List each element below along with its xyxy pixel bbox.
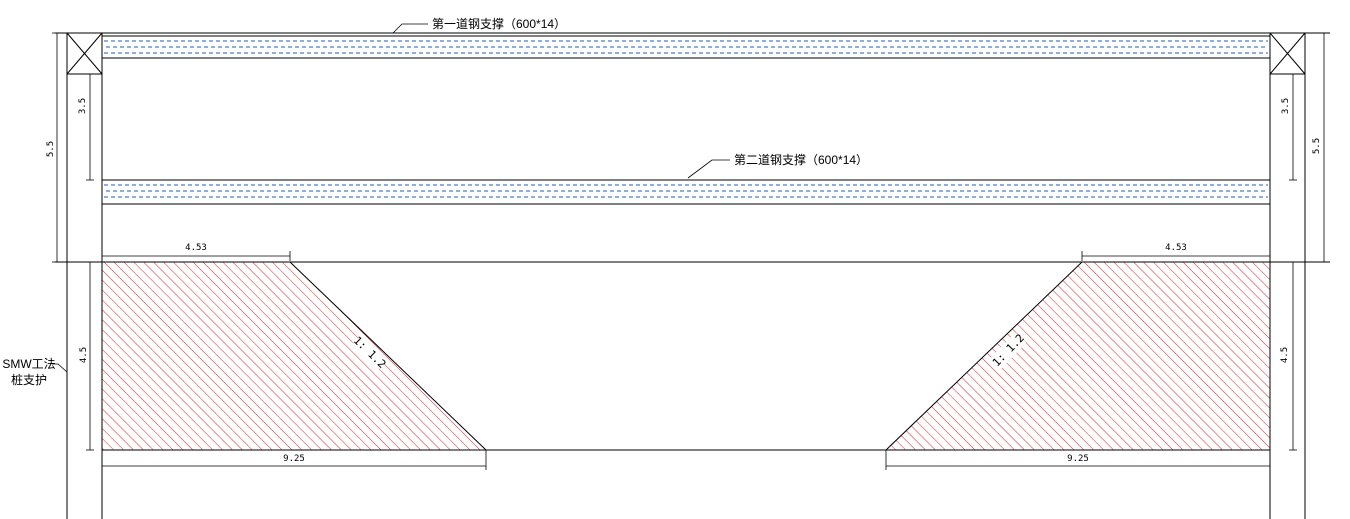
first-steel-strut bbox=[102, 35, 1270, 59]
right-dim-4-5: 4.5 bbox=[1280, 347, 1290, 363]
right-waler-box bbox=[1269, 32, 1306, 75]
left-dim-3-5: 3.5 bbox=[78, 98, 88, 114]
top-left-width-dimension bbox=[101, 251, 291, 261]
pile-label-leader bbox=[52, 363, 68, 373]
pile-label-line1: SMW工法 bbox=[2, 357, 55, 371]
left-dim-4-5: 4.5 bbox=[79, 347, 89, 363]
right-dim-3-5: 3.5 bbox=[1281, 98, 1291, 114]
right-dim-5-5: 5.5 bbox=[1312, 138, 1322, 154]
first-strut-leader bbox=[392, 23, 428, 34]
bottom-left-width-dimension bbox=[101, 450, 487, 470]
left-dimension-upper bbox=[86, 73, 94, 181]
first-strut-label: 第一道钢支撑（600*14） bbox=[432, 16, 566, 31]
left-slope-label-bg bbox=[351, 334, 388, 371]
right-dimension-upper bbox=[1289, 73, 1297, 181]
left-soil-berm bbox=[101, 261, 488, 451]
left-dimension-total bbox=[52, 32, 62, 263]
top-right-width-label: 4.53 bbox=[1165, 243, 1187, 253]
bottom-right-width-dimension bbox=[885, 450, 1271, 470]
right-dimension-total bbox=[1319, 32, 1329, 263]
left-dimension-lower bbox=[86, 261, 94, 451]
pile-label-line2: 桩支护 bbox=[11, 372, 47, 387]
right-slope-label-bg bbox=[990, 332, 1027, 369]
second-strut-label: 第二道钢支撑（600*14） bbox=[734, 152, 868, 167]
right-soil-berm bbox=[884, 261, 1271, 451]
second-strut-leader bbox=[687, 159, 730, 179]
right-dimension-lower bbox=[1289, 261, 1297, 451]
bottom-left-width-label: 9.25 bbox=[283, 454, 305, 464]
left-waler-box bbox=[66, 32, 103, 75]
top-left-width-label: 4.53 bbox=[185, 243, 207, 253]
bottom-right-width-label: 9.25 bbox=[1067, 454, 1089, 464]
left-dim-5-5: 5.5 bbox=[46, 141, 56, 157]
top-right-width-dimension bbox=[1081, 251, 1271, 261]
second-steel-strut bbox=[102, 179, 1270, 205]
